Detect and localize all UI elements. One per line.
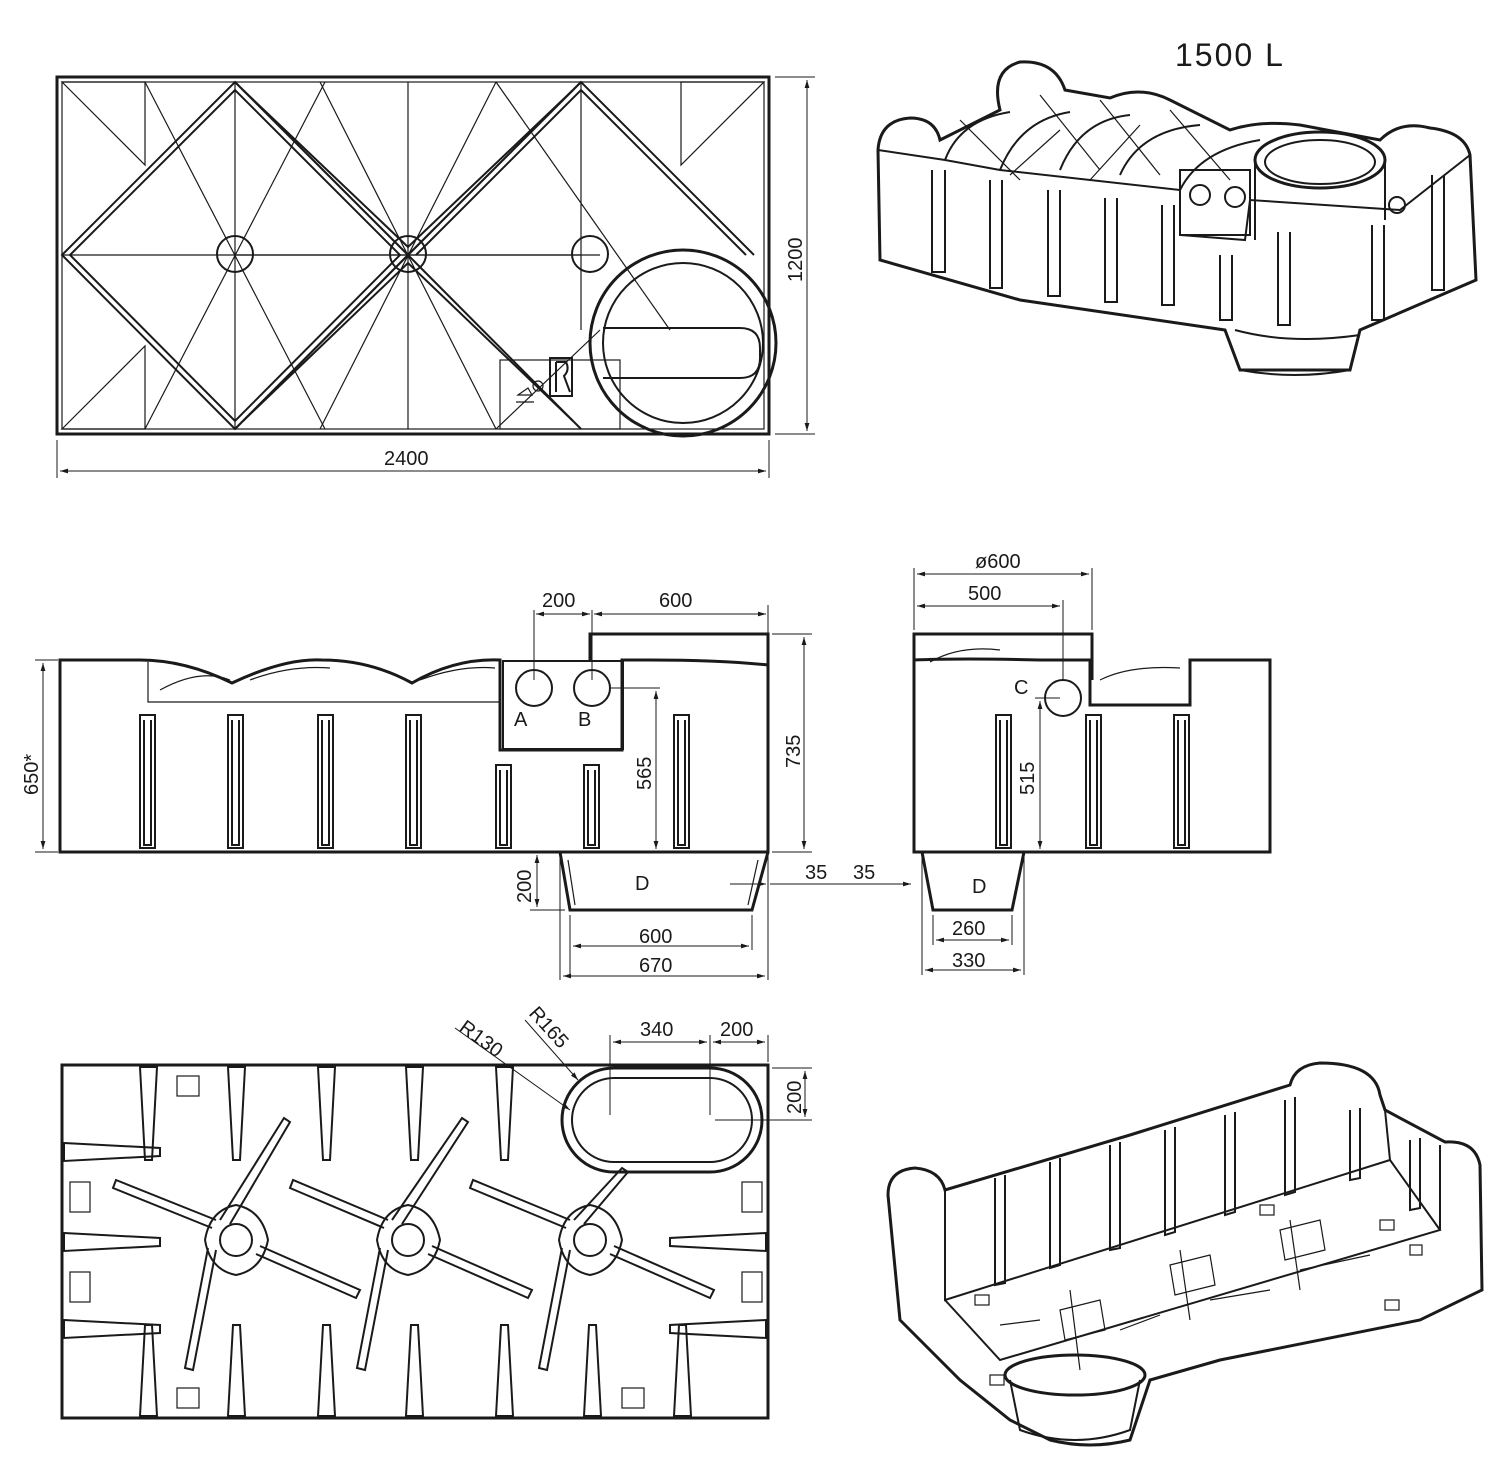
width-2400-label: 2400 bbox=[384, 448, 429, 470]
bottom-dimensions bbox=[454, 1019, 812, 1121]
end-ribs bbox=[995, 714, 1190, 849]
manufacturer-logo bbox=[499, 357, 621, 430]
sump-670-label: 670 bbox=[639, 955, 672, 977]
star-rib-1 bbox=[111, 1116, 362, 1372]
side-dimensions bbox=[35, 605, 850, 980]
height-1200-label: 1200 bbox=[785, 238, 807, 283]
star-rib-2 bbox=[288, 1116, 534, 1372]
port-b-label: B bbox=[578, 709, 591, 731]
dim-35-left: 35 bbox=[805, 862, 827, 884]
dim-600-top: 600 bbox=[659, 590, 692, 612]
dim-200-top: 200 bbox=[542, 590, 575, 612]
dim-500-label: 500 bbox=[968, 583, 1001, 605]
sump-330-label: 330 bbox=[952, 950, 985, 972]
end-dimensions bbox=[850, 568, 1093, 975]
top-boss-3 bbox=[571, 235, 609, 273]
dim-200-sump: 200 bbox=[514, 870, 536, 903]
sump-d-label-side: D bbox=[635, 873, 649, 895]
side-view: 200 600 650* 735 565 200 35 600 670 A B … bbox=[21, 590, 850, 980]
sump-600-label: 600 bbox=[639, 926, 672, 948]
dim-200-h-label: 200 bbox=[720, 1019, 753, 1041]
sump-d-label-end: D bbox=[972, 876, 986, 898]
bottom-side-ribs bbox=[63, 1066, 767, 1417]
isometric-bottom-view bbox=[886, 1061, 1484, 1447]
dim-565-label: 565 bbox=[634, 757, 656, 790]
top-boss-2 bbox=[389, 235, 427, 273]
top-boss-1 bbox=[216, 235, 254, 273]
sump-260-label: 260 bbox=[952, 918, 985, 940]
r130-label: R130 bbox=[455, 1016, 507, 1062]
end-view: ø600 500 515 35 260 330 C D bbox=[850, 551, 1272, 975]
dim-35-right: 35 bbox=[853, 862, 875, 884]
star-rib-3 bbox=[468, 1166, 716, 1372]
port-c-label: C bbox=[1014, 677, 1028, 699]
top-view: 2400 1200 bbox=[55, 75, 815, 478]
side-ribs bbox=[139, 714, 690, 849]
dim-200-v-label: 200 bbox=[784, 1081, 806, 1114]
dim-515-label: 515 bbox=[1017, 762, 1039, 795]
top-view-dimensions bbox=[56, 76, 815, 478]
isometric-top-view bbox=[876, 60, 1478, 376]
dim-340-label: 340 bbox=[640, 1019, 673, 1041]
spoke-lines bbox=[62, 81, 671, 430]
tank-capacity-title: 1500 L bbox=[1175, 37, 1285, 73]
bottom-feet bbox=[69, 1075, 763, 1409]
bottom-view: R130 R165 340 200 200 bbox=[60, 1003, 812, 1420]
dia-600-label: ø600 bbox=[975, 551, 1021, 573]
dim-735-label: 735 bbox=[783, 735, 805, 768]
port-a-label: A bbox=[514, 709, 528, 731]
dim-650-label: 650* bbox=[21, 754, 43, 795]
inspection-opening bbox=[588, 248, 778, 438]
